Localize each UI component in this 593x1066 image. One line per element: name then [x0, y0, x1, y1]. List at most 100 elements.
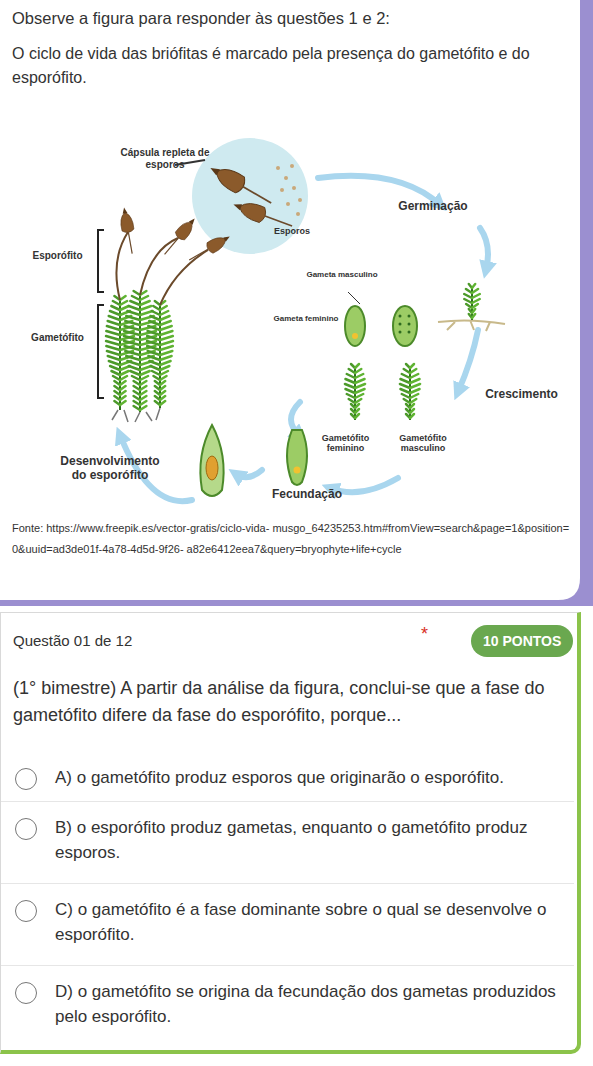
leaf — [160, 356, 172, 360]
part-label: Fecundação — [262, 488, 352, 502]
leaf — [160, 306, 167, 310]
leaf — [355, 379, 365, 383]
leaf — [125, 321, 140, 325]
leaf — [107, 351, 120, 355]
drawing-part — [205, 234, 229, 255]
leaf — [345, 384, 355, 388]
node-text: A) o gametófito produz esporos que origi… — [55, 766, 560, 791]
sperm — [399, 323, 402, 326]
sperm — [408, 331, 411, 334]
leaf — [108, 321, 120, 325]
leaf — [132, 376, 140, 380]
leaf — [160, 331, 172, 335]
part-label: Desenvolvimento do esporófito — [55, 455, 165, 483]
leaf — [124, 341, 140, 345]
leaf — [400, 379, 410, 383]
leaf — [148, 326, 160, 330]
leaf — [472, 284, 475, 288]
leaf — [410, 384, 420, 388]
leaf — [160, 336, 173, 340]
radio-button — [15, 982, 37, 1004]
leaf — [355, 369, 361, 373]
leaf — [147, 341, 160, 345]
leaf — [149, 321, 160, 325]
leaf — [124, 331, 140, 335]
leaf — [109, 316, 120, 320]
cycle-arrow — [236, 470, 262, 477]
spore — [296, 212, 300, 216]
question-card: Questão 01 de 12*(1° bimestre) A partir … — [0, 612, 581, 1054]
leaf — [120, 301, 127, 305]
leaf — [355, 399, 361, 403]
leaf — [160, 366, 169, 370]
leaf — [355, 389, 365, 393]
leaf — [120, 381, 126, 385]
leaf — [410, 394, 418, 398]
part-label: Gametófito feminino — [318, 433, 373, 454]
embryo — [206, 456, 218, 480]
drawing-part — [128, 232, 132, 253]
archegonium — [287, 430, 307, 485]
spore-capsule — [206, 160, 276, 211]
leaf — [106, 336, 120, 340]
drawing-part — [265, 216, 292, 226]
leaf — [132, 296, 140, 300]
leaf — [109, 361, 120, 365]
leaf — [151, 366, 160, 370]
leaf — [472, 304, 478, 308]
leaf — [129, 366, 140, 370]
protonema — [438, 320, 505, 331]
leaf — [120, 391, 126, 395]
leaf — [410, 374, 418, 378]
leaf — [160, 401, 165, 405]
leaf — [111, 371, 120, 375]
leaf — [140, 366, 151, 370]
leaf — [120, 386, 126, 390]
leaf — [472, 294, 480, 298]
leaf — [148, 331, 160, 335]
leaf — [160, 386, 165, 390]
leaf — [140, 396, 146, 400]
leaf — [160, 321, 171, 325]
leaf — [160, 376, 167, 380]
leaf — [150, 316, 160, 320]
leaf — [125, 346, 140, 350]
egg — [352, 333, 358, 339]
spore — [298, 198, 302, 202]
seta — [140, 238, 178, 295]
part-label: Gameta feminino — [270, 314, 342, 323]
leaf — [147, 346, 160, 350]
leaf — [152, 311, 160, 315]
drawing-part — [232, 202, 242, 211]
leaf — [160, 371, 168, 375]
leaf — [127, 311, 140, 315]
cycle-arrow — [458, 330, 478, 392]
leaf — [160, 316, 170, 320]
developing-sporophyte — [200, 425, 223, 496]
node-text: B) o esporófito produz gametas, enquanto… — [55, 816, 560, 865]
leaf — [106, 341, 120, 345]
drawing-part — [189, 249, 208, 260]
leaf — [140, 376, 148, 380]
leaf — [130, 301, 140, 305]
answer-option: D) o gametófito se origina da fecundação… — [1, 966, 574, 1048]
node-text: (1° bimestre) A partir da análise da fig… — [13, 675, 568, 729]
drawing-part — [209, 165, 220, 176]
leaf — [148, 351, 160, 355]
leaf — [410, 364, 414, 368]
leaf — [355, 409, 359, 413]
spore-capsule — [118, 206, 138, 254]
leaf — [410, 414, 414, 418]
zygote — [294, 467, 301, 474]
life-cycle-illustration — [0, 0, 593, 606]
leaf — [472, 309, 475, 313]
answer-option: A) o gametófito produz esporos que origi… — [1, 756, 574, 802]
leaf — [402, 394, 410, 398]
leaf — [160, 341, 173, 345]
leaf — [140, 311, 153, 315]
leaf — [410, 389, 420, 393]
leaf — [140, 296, 148, 300]
leaf — [140, 386, 146, 390]
leaf — [126, 356, 140, 360]
part-label: Crescimento — [474, 388, 569, 402]
